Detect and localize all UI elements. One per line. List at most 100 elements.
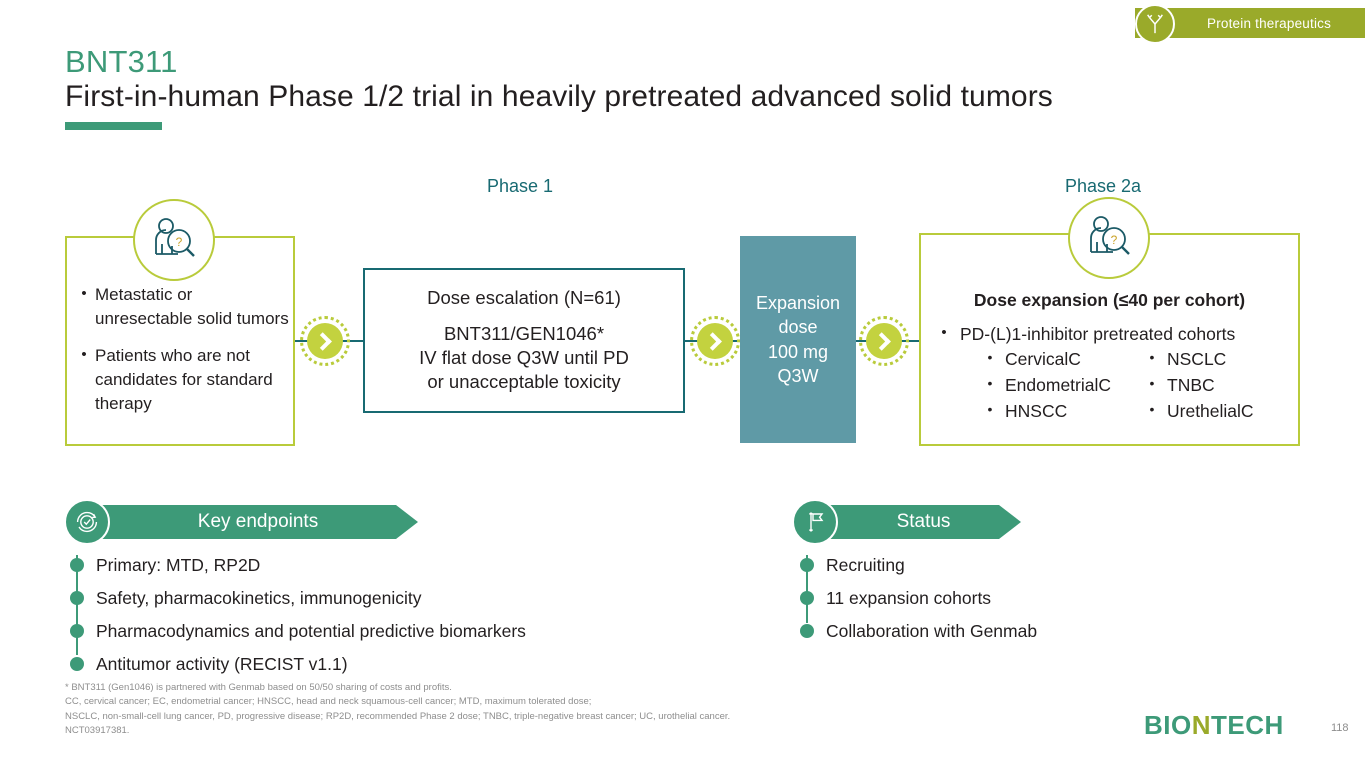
list-item: • EndometrialC [975,375,1137,396]
bullet-dot-icon: • [81,345,87,363]
expansion-dose-block: Expansion dose 100 mg Q3W [740,236,856,443]
key-endpoint-text: Antitumor activity (RECIST v1.1) [96,653,348,674]
list-item: • TNBC [1137,375,1295,396]
banner-arrow-tip [999,505,1021,539]
cohort-label: NSCLC [1167,349,1227,369]
cohort-label: UrethelialC [1167,401,1254,421]
timeline-dot-icon [800,591,814,605]
list-item: Pharmacodynamics and potential predictiv… [70,615,690,647]
list-item: Primary: MTD, RP2D [70,549,690,581]
key-endpoints-banner: Key endpoints [64,499,418,545]
cohort-label: TNBC [1167,375,1215,395]
status-list: Recruiting 11 expansion cohorts Collabor… [800,549,1130,648]
status-banner-label: Status [814,505,999,539]
dose-escalation-line: IV flat dose Q3W until PD [419,346,629,368]
chevron-right-icon [866,323,902,359]
cohort-grid: • CervicalC • NSCLC • EndometrialC • TNB… [975,349,1295,422]
status-text: Recruiting [826,554,905,575]
population-bullet-text: Metastatic or unresectable solid tumors [95,285,289,329]
population-bullet-list: • Metastatic or unresectable solid tumor… [73,283,293,428]
antibody-icon [1135,4,1175,44]
chevron-right-icon [697,323,733,359]
page-title: First-in-human Phase 1/2 trial in heavil… [65,80,1053,113]
key-endpoint-text: Primary: MTD, RP2D [96,554,261,575]
bullet-dot-icon: • [81,285,87,302]
logo-part-2: N [1191,710,1212,740]
list-item: Recruiting [800,549,1130,581]
logo-part-1: BIO [1144,710,1192,740]
expansion-dose-line: Expansion [755,292,841,313]
bullet-dot-icon: • [987,349,993,365]
key-endpoints-list: Primary: MTD, RP2D Safety, pharmacokinet… [70,549,690,681]
connector-arrow-1 [300,316,350,366]
expansion-dose-line: Q3W [777,365,819,386]
category-label: Protein therapeutics [1207,15,1332,31]
footnote-line: CC, cervical cancer; EC, endometrial can… [65,696,592,708]
footnote-line: NCT03917381. [65,724,130,736]
footnote-line: NSCLC, non-small-cell lung cancer, PD, p… [65,710,731,722]
list-item: • Metastatic or unresectable solid tumor… [73,283,293,332]
phase-1-label: Phase 1 [487,176,554,196]
list-item: • Patients who are not candidates for st… [73,344,293,417]
list-item: Safety, pharmacokinetics, immunogenicity [70,582,690,614]
bullet-dot-icon: • [987,375,993,391]
dose-escalation-line: BNT311/GEN1046* [443,322,605,344]
status-banner: Status [792,499,1021,545]
svg-text:?: ? [176,235,183,249]
patient-search-icon: ? [1068,197,1150,279]
target-check-icon [64,499,110,545]
list-item: • HNSCC [975,401,1137,422]
logo-part-3: TECH [1211,710,1284,740]
timeline-dot-icon [70,558,84,572]
cohort-label: HNSCC [1005,401,1068,421]
list-item: Collaboration with Genmab [800,615,1130,647]
page-number: 118 [1331,722,1349,734]
key-endpoint-text: Pharmacodynamics and potential predictiv… [96,620,526,641]
dotted-ring [859,316,909,366]
bullet-dot-icon: • [941,324,947,341]
list-item: • NSCLC [1137,349,1295,370]
phase-2a-label: Phase 2a [1065,176,1142,196]
timeline-dot-icon [800,558,814,572]
dose-escalation-heading: Dose escalation (N=61) [427,286,621,308]
svg-text:?: ? [1111,233,1118,247]
bullet-dot-icon: • [1149,349,1155,365]
bullet-dot-icon: • [1149,401,1155,417]
dose-expansion-heading: Dose expansion (≤40 per cohort) [973,290,1246,310]
expansion-dose-line: 100 mg [767,341,829,362]
page-eyebrow: BNT311 [65,44,178,79]
patient-search-icon: ? [133,199,215,281]
flag-icon [792,499,838,545]
expansion-dose-line: dose [778,317,818,338]
status-text: 11 expansion cohorts [826,587,992,608]
banner-arrow-tip [396,505,418,539]
population-bullet-text: Patients who are not candidates for stan… [95,345,273,414]
dose-escalation-line: or unacceptable toxicity [427,371,621,393]
list-item: • CervicalC [975,349,1137,370]
timeline-connector [76,555,78,655]
dotted-ring [690,316,740,366]
bullet-dot-icon: • [987,401,993,417]
dose-expansion-subheading: PD-(L)1-inhibitor pretreated cohorts [960,324,1236,344]
connector-arrow-3 [859,316,909,366]
list-item: 11 expansion cohorts [800,582,1130,614]
biontech-logo: BIONTECH [1144,710,1284,741]
chevron-right-icon [307,323,343,359]
title-underline-rule [65,122,162,130]
footnotes: * BNT311 (Gen1046) is partnered with Gen… [65,681,965,738]
dose-expansion-subheading-row: • PD-(L)1-inhibitor pretreated cohorts [928,324,1235,345]
timeline-dot-icon [70,657,84,671]
dose-escalation-box: Dose escalation (N=61) BNT311/GEN1046* I… [363,268,685,413]
timeline-dot-icon [70,624,84,638]
key-endpoints-banner-label: Key endpoints [86,505,396,539]
cohort-label: EndometrialC [1005,375,1112,395]
list-item: Antitumor activity (RECIST v1.1) [70,648,690,680]
dotted-ring [300,316,350,366]
timeline-dot-icon [70,591,84,605]
key-endpoint-text: Safety, pharmacokinetics, immunogenicity [96,587,422,608]
footnote-line: * BNT311 (Gen1046) is partnered with Gen… [65,682,452,693]
timeline-dot-icon [800,624,814,638]
connector-arrow-2 [690,316,740,366]
timeline-connector [806,555,808,623]
